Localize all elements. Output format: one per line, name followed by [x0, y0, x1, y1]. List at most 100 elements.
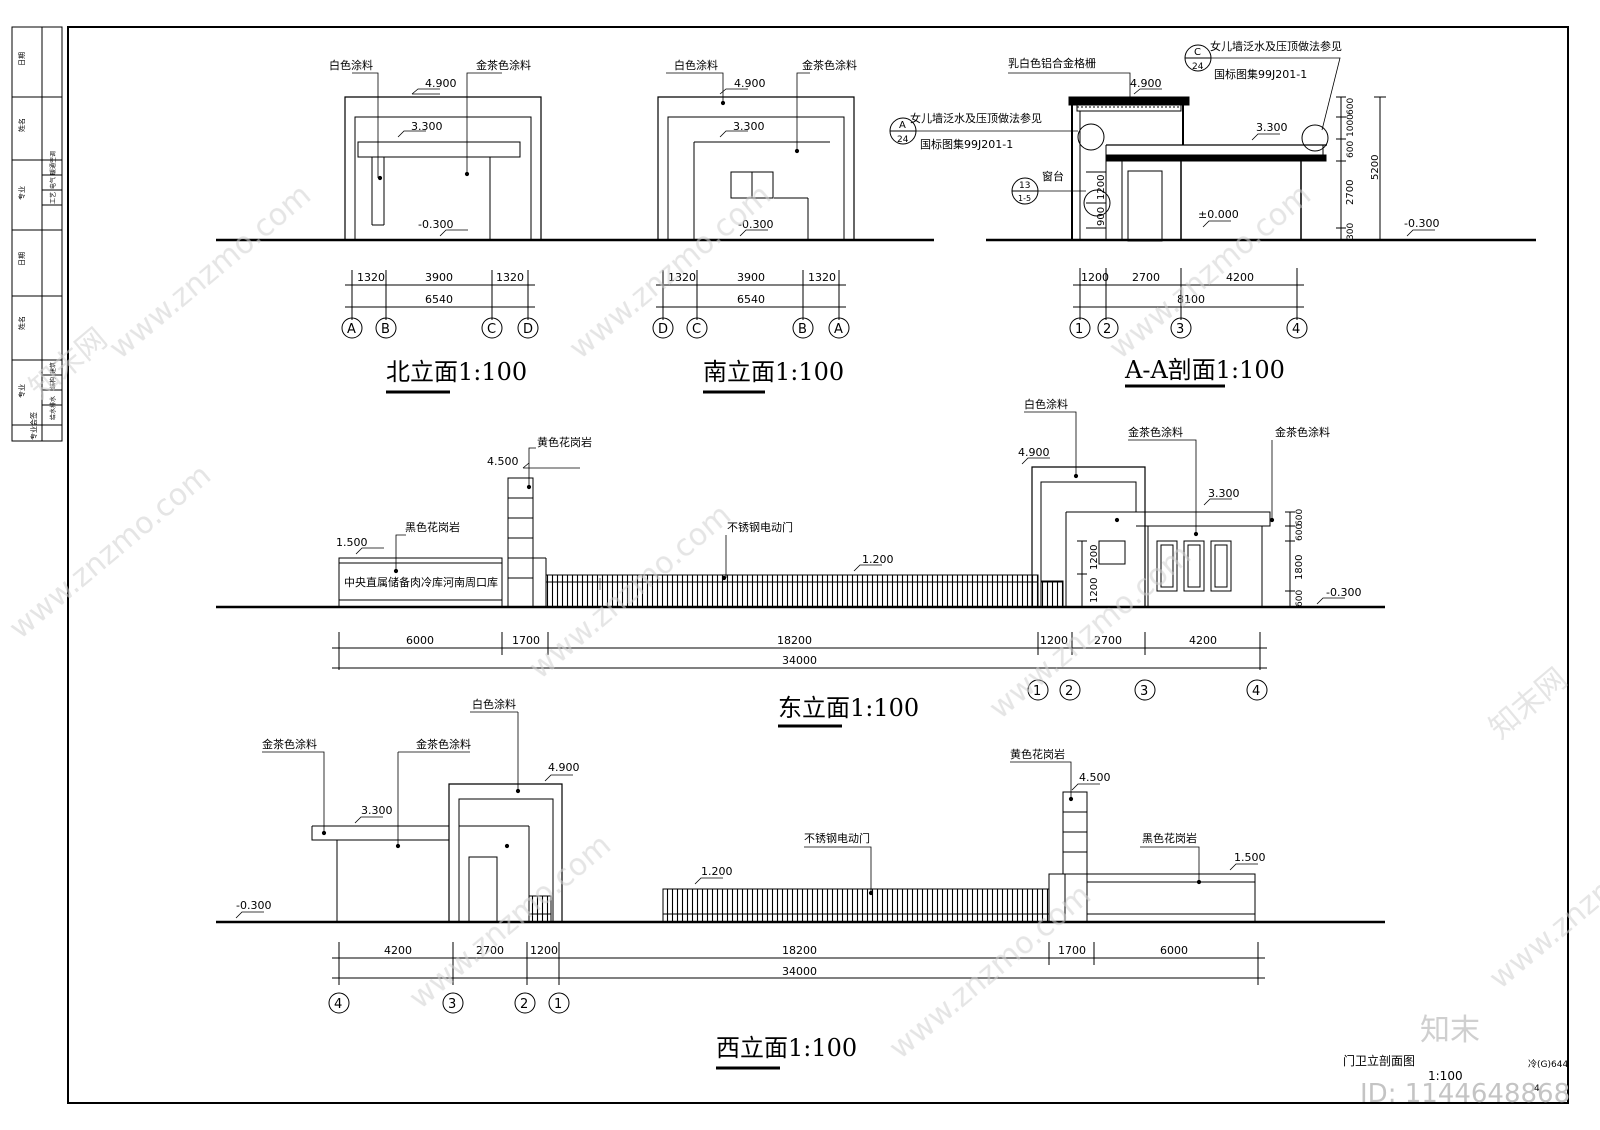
east-vdim: 600 [1295, 590, 1305, 607]
axis-label: A [834, 322, 843, 337]
south-el-top: 4.900 [734, 77, 766, 90]
drawing-scale: 1:100 [1428, 1069, 1463, 1083]
west-dim: 1700 [1058, 944, 1086, 957]
axis-label: B [798, 322, 807, 337]
east-el-wall: 1.500 [336, 536, 368, 549]
north-elevation [216, 72, 934, 394]
west-elevation [216, 711, 1385, 1070]
west-dim: 4200 [384, 944, 412, 957]
watermark-text: www.znzmo.com [3, 458, 218, 647]
east-el-top: 4.900 [1018, 446, 1050, 459]
west-dim: 18200 [782, 944, 817, 957]
axis-label: 2 [1065, 684, 1073, 699]
west-mat-white: 白色涂料 [472, 697, 516, 711]
west-title: 西立面1:100 [716, 1034, 857, 1062]
side-label: 专业 [17, 186, 26, 200]
east-sign-text: 中央直属储备肉冷库河南周口库 [344, 575, 498, 589]
grille-label: 乳白色铝合金格栅 [1008, 56, 1096, 70]
section-note: 国标图集99J201-1 [1214, 67, 1307, 81]
section-title: A-A剖面1:100 [1124, 356, 1285, 384]
section-el-top: 4.900 [1130, 77, 1162, 90]
section-el-zero: ±0.000 [1198, 208, 1239, 221]
axis-label: B [381, 322, 390, 337]
sill-label: 窗台 [1042, 169, 1064, 183]
west-elevation-text: 金茶色涂料 金茶色涂料 白色涂料 黄色花岗岩 黑色花岗岩 不锈钢电动门 4.90… [236, 697, 1266, 1062]
watermark-text: 知末网 [1483, 661, 1574, 746]
west-dim: 1200 [530, 944, 558, 957]
west-dim: 6000 [1160, 944, 1188, 957]
side-label: 结构 [49, 377, 57, 389]
side-label: 建筑 [49, 362, 57, 374]
side-label: 日期 [18, 252, 26, 266]
detail-ref-top: 13 [1019, 181, 1030, 191]
section-dim: 2700 [1132, 271, 1160, 284]
east-el-mid: 3.300 [1208, 487, 1240, 500]
axis-label: 2 [520, 997, 528, 1012]
east-granite-yellow: 黄色花岗岩 [537, 435, 592, 449]
side-signature-block [11, 26, 63, 442]
side-label: 专业 [17, 384, 26, 398]
section-vdim: 600 [1346, 141, 1356, 158]
watermark: www.znzmo.com www.znzmo.com www.znzmo.co… [3, 178, 1600, 1067]
north-el-bot: -0.300 [418, 218, 453, 231]
east-elevation-text: 黄色花岗岩 黑色花岗岩 不锈钢电动门 中央直属储备肉冷库河南周口库 白色涂料 金… [336, 397, 1361, 722]
section-el-mid: 3.300 [1256, 121, 1288, 134]
detail-ref-bottom: 24 [1192, 62, 1204, 72]
west-el-mid: 3.300 [361, 804, 393, 817]
axis-label: C [692, 322, 701, 337]
east-el-gate: 1.200 [862, 553, 894, 566]
east-dim: 1200 [1040, 634, 1068, 647]
axis-label: D [658, 322, 668, 337]
west-el-top: 4.900 [548, 761, 580, 774]
section-dim: 4200 [1226, 271, 1254, 284]
watermark-text: www.znzmo.com [103, 178, 318, 367]
side-label: 日期 [18, 52, 26, 66]
east-el-pillar: 4.500 [487, 455, 519, 468]
east-mat-tea: 金茶色涂料 [1275, 425, 1330, 439]
axis-label: A [347, 322, 356, 337]
north-total: 6540 [425, 293, 453, 306]
section-vtotal: 5200 [1370, 155, 1381, 180]
axis-label: 1 [1033, 684, 1041, 699]
north-mat-white: 白色涂料 [329, 58, 373, 72]
south-mat-tea: 金茶色涂料 [802, 58, 857, 72]
side-label: 电气 [49, 177, 57, 189]
east-dim: 1700 [512, 634, 540, 647]
east-granite-black: 黑色花岗岩 [405, 520, 460, 534]
section-vdim: 900 [1096, 207, 1107, 226]
east-dim: 6000 [406, 634, 434, 647]
north-dim: 3900 [425, 271, 453, 284]
east-elevation [216, 411, 1385, 728]
south-elevation [652, 72, 855, 394]
section-note: 国标图集99J201-1 [920, 137, 1013, 151]
south-title: 南立面1:100 [703, 358, 844, 386]
axis-label: D [523, 322, 533, 337]
axis-label: 4 [334, 997, 342, 1012]
west-el-gate: 1.200 [701, 865, 733, 878]
title-block: 门卫立剖面图 1:100 冷(G)644 4 [1343, 1053, 1568, 1094]
south-el-bot: -0.300 [738, 218, 773, 231]
east-vdim: 1200 [1089, 545, 1100, 570]
north-title: 北立面1:100 [386, 358, 527, 386]
side-label: 暖通空调 [49, 151, 57, 175]
detail-ref-top: A [899, 120, 906, 131]
side-label: 专业会签 [29, 412, 38, 440]
west-total: 34000 [782, 965, 817, 978]
east-dim: 2700 [1094, 634, 1122, 647]
east-vdim: 600 [1295, 524, 1305, 541]
section-note: 女儿墙泛水及压顶做法参见 [910, 111, 1042, 125]
side-label: 姓名 [17, 316, 26, 330]
south-mat-white: 白色涂料 [674, 58, 718, 72]
west-el-wall: 1.500 [1234, 851, 1266, 864]
axis-label: 3 [1140, 684, 1148, 699]
east-el-bot: -0.300 [1326, 586, 1361, 599]
axis-label: 4 [1292, 322, 1300, 337]
section-aa [889, 44, 1536, 388]
sheet-border [67, 26, 1569, 1104]
section-note: 女儿墙泛水及压顶做法参见 [1210, 39, 1342, 53]
side-label: 给水排水 [49, 396, 57, 420]
north-mat-tea: 金茶色涂料 [476, 58, 531, 72]
axis-label: 2 [1103, 322, 1111, 337]
axis-label: 3 [448, 997, 456, 1012]
west-granite-yellow: 黄色花岗岩 [1010, 747, 1065, 761]
